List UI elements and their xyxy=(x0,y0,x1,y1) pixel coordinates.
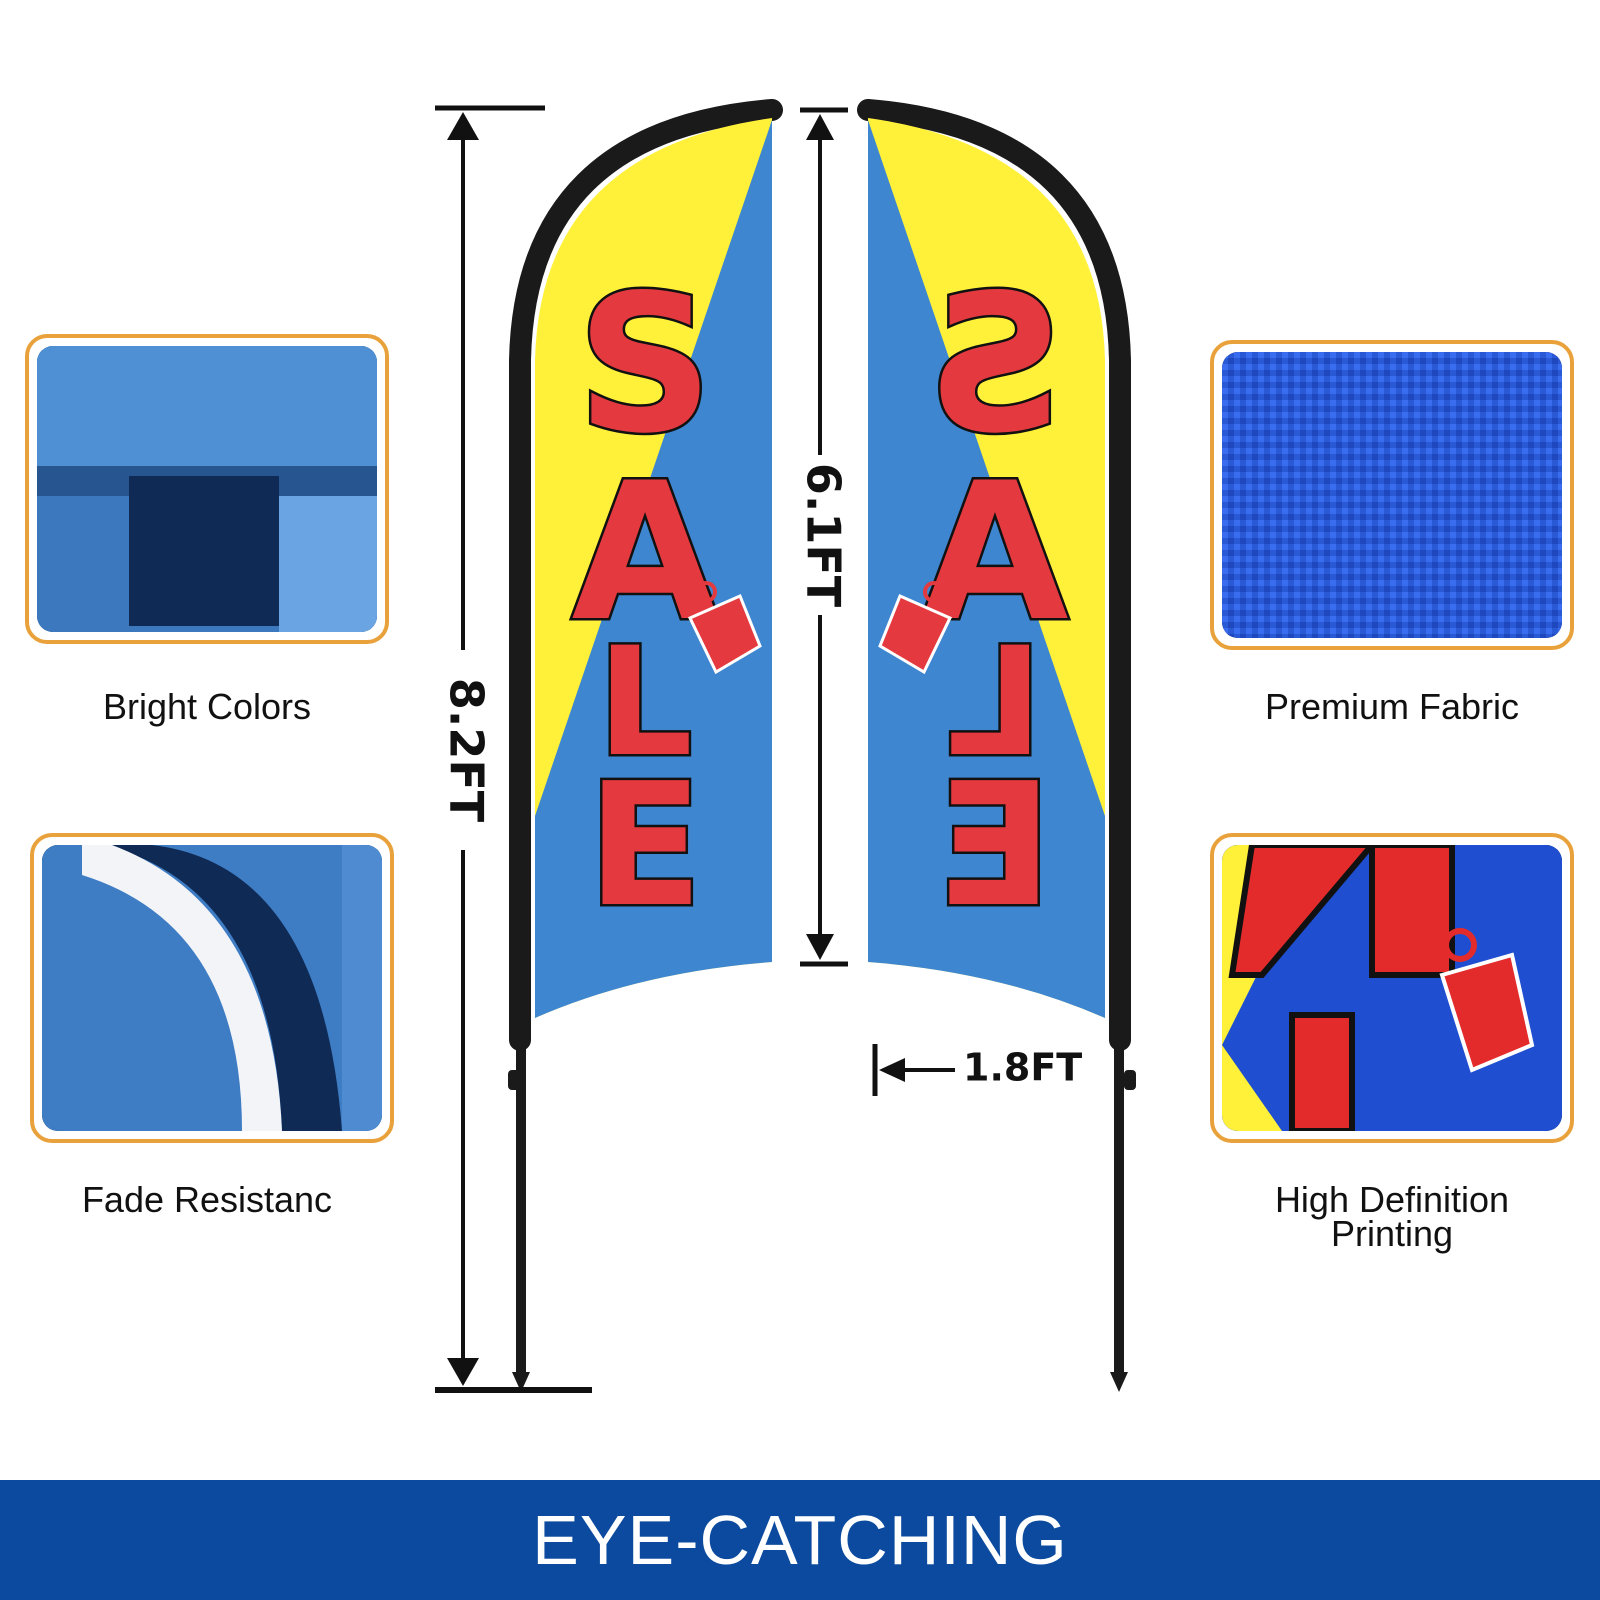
feature-label-fade-resistance: Fade Resistanc xyxy=(81,1179,333,1220)
total-height-dimension: 8.2FT xyxy=(435,105,592,1393)
right-flag-frame xyxy=(857,99,1131,1051)
bright-colors-swatch xyxy=(25,334,389,644)
left-flag: S A L E xyxy=(508,99,783,1392)
feature-label-bright-colors: Bright Colors xyxy=(102,686,312,727)
left-letter-4: E xyxy=(587,747,703,945)
left-letter-1: S xyxy=(577,254,714,475)
price-tag-icon xyxy=(687,581,762,675)
right-pole xyxy=(1114,1032,1124,1372)
right-letter-4: E xyxy=(937,747,1053,945)
feature-label-premium-fabric: Premium Fabric xyxy=(1264,686,1520,727)
flag-illustration: S A L E S A L E xyxy=(435,99,1136,1393)
price-tag-icon xyxy=(878,581,953,675)
left-flag-sale-letters: S A L E xyxy=(569,252,721,948)
left-letter-3: L xyxy=(597,616,693,790)
flag-width-dimension: 1.8FT xyxy=(872,1044,1082,1096)
right-flag-sale-letters: S A L E xyxy=(919,252,1071,948)
feature-label-high-definition-printing: High Definition Printing xyxy=(1274,1179,1510,1254)
right-letter-1: S xyxy=(927,254,1064,475)
premium-fabric-swatch xyxy=(1210,340,1574,650)
fabric-weave-icon xyxy=(1222,352,1562,638)
total-height-label: 8.2FT xyxy=(440,678,494,823)
flag-height-dimension: 6.1FT xyxy=(797,107,851,967)
flag-height-label: 6.1FT xyxy=(797,463,851,608)
fabric-fold-icon xyxy=(37,346,377,632)
bottom-banner: EYE-CATCHING xyxy=(0,1480,1600,1600)
left-letter-2: A xyxy=(571,442,718,663)
banner-text: EYE-CATCHING xyxy=(532,1501,1068,1579)
print-detail-icon xyxy=(1222,845,1562,1131)
fabric-curl-icon xyxy=(42,845,382,1131)
flag-width-label: 1.8FT xyxy=(963,1046,1082,1090)
right-flag: S A L E xyxy=(857,99,1136,1392)
high-definition-printing-swatch xyxy=(1210,833,1574,1143)
left-pole xyxy=(516,1032,526,1372)
left-flag-frame xyxy=(509,99,783,1051)
fade-resistance-swatch xyxy=(30,833,394,1143)
right-letter-3: L xyxy=(947,616,1043,790)
